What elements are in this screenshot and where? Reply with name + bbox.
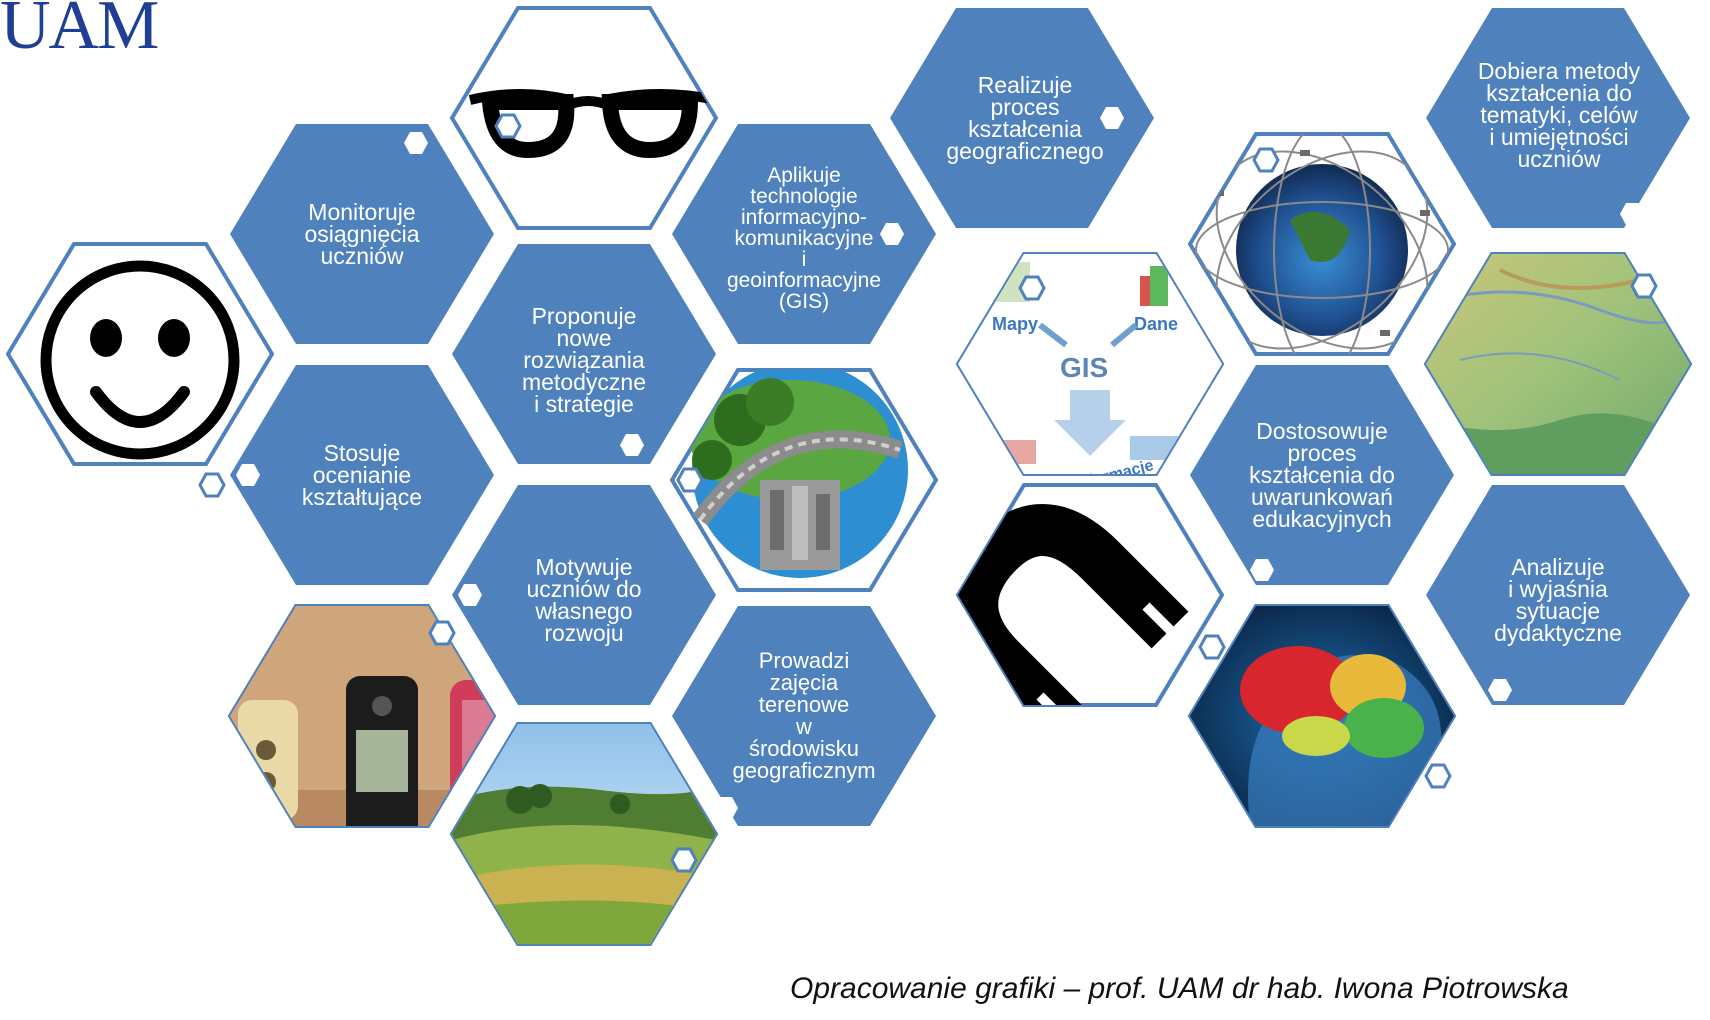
earth-city-photo	[690, 370, 908, 578]
hex-glasses	[449, 6, 719, 230]
hex-magnet	[955, 483, 1226, 707]
hex-analizuje-text: Analizuje i wyjaśnia sytuacje dydaktyczn…	[1494, 554, 1622, 646]
hex-proponuje-text: Proponuje nowe rozwiązania metodyczne i …	[521, 303, 646, 417]
hex-monitoruje-text: Monitoruje osiągnięcia uczniów	[304, 199, 420, 269]
smiley-face-icon	[40, 260, 240, 460]
hex-dobiera	[1426, 8, 1690, 228]
uam-logo: UAM	[0, 0, 159, 64]
hex-stosuje	[230, 365, 494, 585]
hex-prowadzi-text: Prowadzi zajęcia terenowe w środowisku g…	[732, 648, 876, 783]
hex-prowadzi	[672, 606, 936, 826]
hex-dobiera-text: Dobiera metody kształcenia do tematyki, …	[1477, 58, 1641, 172]
gis-label-mapy: Mapy	[992, 314, 1038, 334]
hex-analizuje	[1426, 485, 1690, 705]
hex-dostosowuje	[1190, 365, 1454, 585]
hex-stosuje-text: Stosuje ocenianie kształtujące	[301, 440, 423, 510]
hex-earth	[669, 368, 939, 592]
graphic-credit: Opracowanie grafiki – prof. UAM dr hab. …	[790, 972, 1569, 1005]
hex-brain	[1187, 604, 1457, 828]
gis-label-dane: Dane	[1134, 314, 1178, 334]
gis-diagram: Mapy Dane GIS Analizy, informacje	[958, 254, 1222, 474]
hex-realizuje-text: Realizuje proces kształcenia geograficzn…	[946, 72, 1104, 164]
hex-realizuje	[890, 8, 1154, 228]
hex-landscape	[449, 722, 719, 946]
hex-monitoruje	[230, 124, 494, 344]
hex-map	[1423, 252, 1693, 476]
hex-aplikuje	[672, 124, 936, 344]
hex-proponuje	[452, 244, 716, 464]
hex-motywuje-text: Motywuje uczniów do własnego rozwoju	[526, 554, 642, 646]
hex-globe	[1187, 132, 1457, 356]
hex-motywuje	[452, 485, 716, 705]
hex-smiley	[5, 242, 275, 498]
hex-aplikuje-text: Aplikuje technologie informacyjno- komun…	[726, 163, 882, 313]
hex-gis: Mapy Dane GIS Analizy, informacje	[955, 252, 1225, 476]
field-landscape-photo	[452, 724, 716, 944]
brain-photo	[1190, 606, 1454, 826]
glasses-icon	[468, 89, 716, 159]
gis-label-gis: GIS	[1060, 352, 1108, 383]
hex-dostosowuje-text: Dostosowuje proces kształcenia do uwarun…	[1249, 418, 1395, 532]
